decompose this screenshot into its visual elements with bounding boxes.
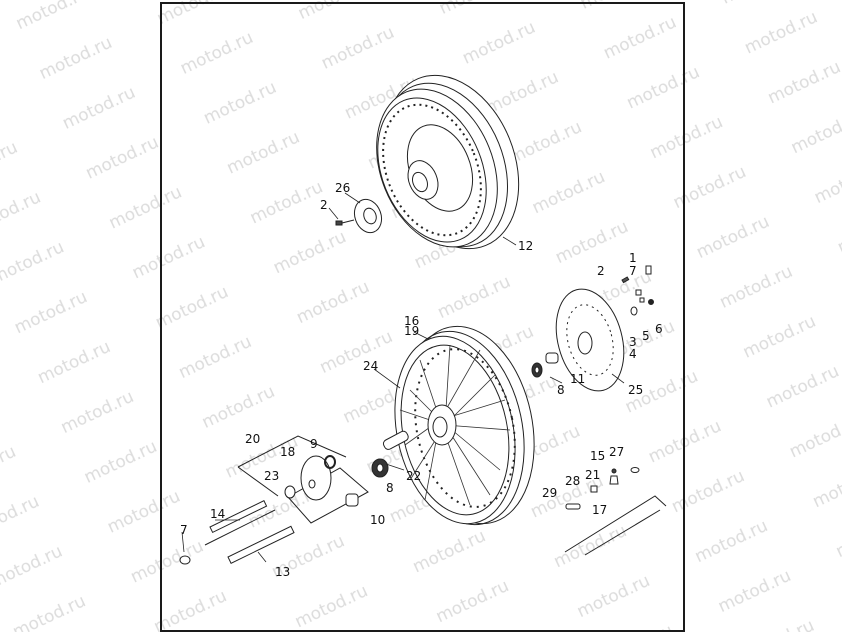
callout-9: 9 xyxy=(310,437,318,451)
rotor-hardware xyxy=(621,265,654,316)
callout-27: 27 xyxy=(609,445,625,459)
callout-19: 19 xyxy=(404,324,420,338)
callout-11: 11 xyxy=(570,372,586,386)
callout-6: 6 xyxy=(655,322,663,336)
callout-8: 8 xyxy=(557,383,565,397)
callout-7: 7 xyxy=(180,523,188,537)
callout-2: 2 xyxy=(597,264,605,278)
callout-26: 26 xyxy=(335,181,351,195)
callout-7: 7 xyxy=(629,264,637,278)
callout-17: 17 xyxy=(592,503,608,517)
callout-3: 3 xyxy=(629,335,637,349)
callout-10: 10 xyxy=(370,513,386,527)
callout-2: 2 xyxy=(320,198,328,212)
callout-24: 24 xyxy=(363,359,379,373)
callout-15: 15 xyxy=(590,449,606,463)
callout-8: 8 xyxy=(386,481,394,495)
callout-20: 20 xyxy=(245,432,261,446)
callout-25: 25 xyxy=(628,383,644,397)
leader-lines xyxy=(181,192,625,563)
callout-12: 12 xyxy=(518,239,534,253)
washer-26 xyxy=(335,198,383,234)
callout-16: 16 xyxy=(404,314,420,328)
callout-22: 22 xyxy=(406,469,422,483)
callout-14: 14 xyxy=(210,507,226,521)
spoked-wheel xyxy=(394,325,535,526)
callout-29: 29 xyxy=(542,486,558,500)
callout-21: 21 xyxy=(585,468,601,482)
spacer-11 xyxy=(545,352,559,364)
callout-23: 23 xyxy=(264,469,280,483)
cast-wheel-12 xyxy=(376,74,520,250)
callout-1: 1 xyxy=(629,251,637,265)
brake-rotor-25 xyxy=(555,288,625,392)
callout-28: 28 xyxy=(565,474,581,488)
callout-4: 4 xyxy=(629,347,637,361)
callout-13: 13 xyxy=(275,565,291,579)
diagram-frame xyxy=(160,2,685,632)
left-axle-assembly xyxy=(179,430,409,565)
callout-18: 18 xyxy=(280,445,296,459)
callout-5: 5 xyxy=(642,329,650,343)
valve-and-tools xyxy=(564,467,667,556)
